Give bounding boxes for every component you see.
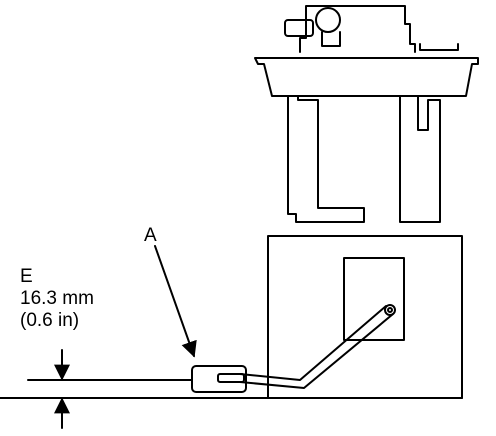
left-support-leg bbox=[287, 95, 365, 223]
dimension-imperial-label: (0.6 in) bbox=[20, 310, 80, 331]
float-arm-rod-upper bbox=[239, 305, 387, 381]
mounting-flange bbox=[254, 57, 479, 97]
callout-a-label: A bbox=[144, 225, 157, 246]
pump-cap-round bbox=[315, 7, 341, 33]
dimension-metric-label: 16.3 mm bbox=[20, 288, 94, 309]
right-support-leg bbox=[399, 95, 441, 223]
float-arm-pivot-inner bbox=[387, 307, 393, 313]
float-arm-rod-lower bbox=[239, 313, 394, 389]
float-arm-clip bbox=[217, 373, 245, 383]
pump-side-fitting bbox=[419, 43, 459, 51]
callout-a-leader bbox=[154, 245, 197, 358]
reservoir-body bbox=[267, 235, 463, 399]
pump-top-housing bbox=[299, 5, 416, 53]
float-arm-pivot bbox=[384, 304, 396, 316]
pump-outlet-fitting bbox=[284, 19, 314, 37]
dimension-letter-label: E bbox=[20, 266, 33, 287]
pump-connector bbox=[321, 31, 341, 47]
float-arm-pivot-plate bbox=[343, 257, 405, 341]
